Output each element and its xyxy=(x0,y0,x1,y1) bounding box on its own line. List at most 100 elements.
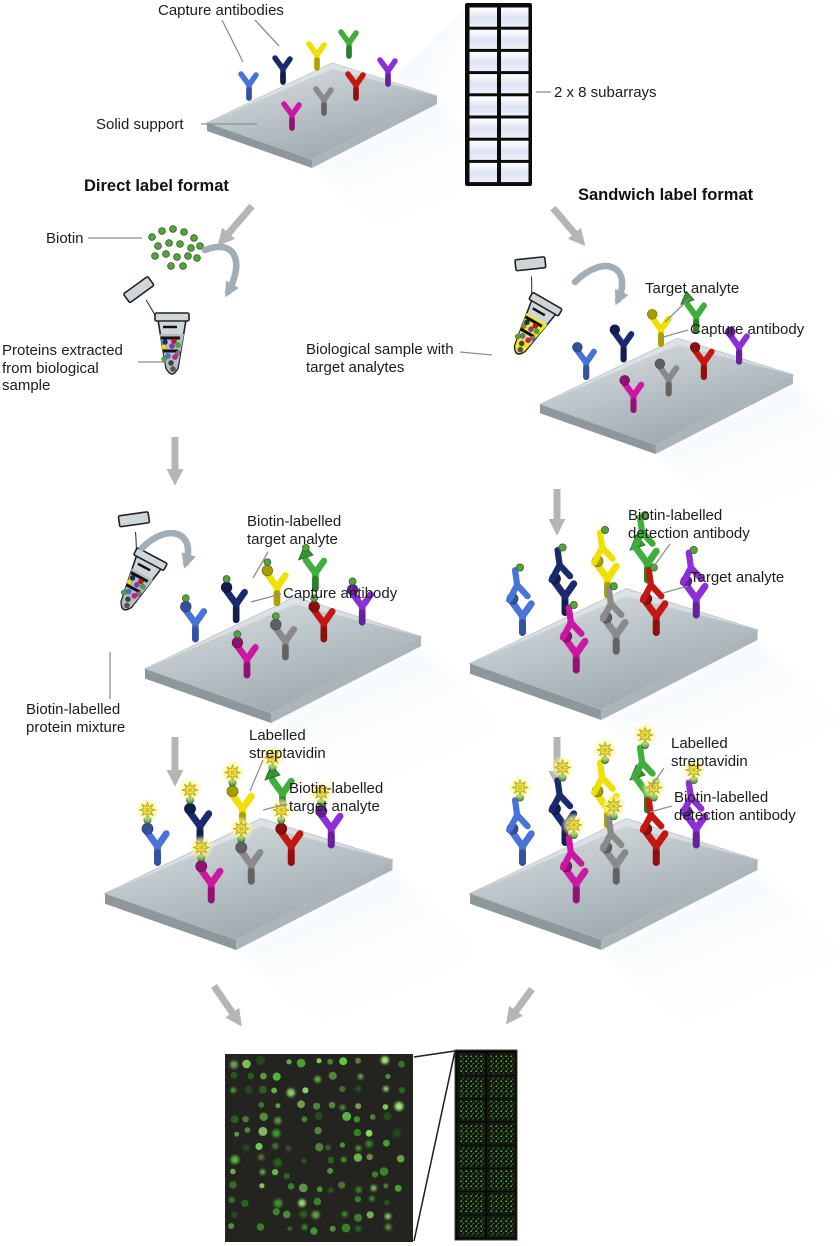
leader-line xyxy=(262,803,288,811)
target-analyte-icon xyxy=(725,326,736,338)
target-analyte-icon xyxy=(609,324,620,335)
antibody-icon xyxy=(345,71,366,101)
antibody-icon xyxy=(272,55,293,85)
direct-array-biotin-analytes xyxy=(143,543,529,801)
antibody-icon xyxy=(220,760,255,829)
detection-antibody-icon xyxy=(548,547,574,584)
microtube-icon xyxy=(117,511,168,611)
label-biotin-labelled-detection-antibody-2: Biotin-labelled detection antibody xyxy=(674,789,796,824)
antibody-icon xyxy=(572,342,597,381)
antibody-icon xyxy=(308,780,344,849)
arrow-icon xyxy=(211,984,242,1027)
antibody-icon xyxy=(281,101,302,131)
target-analyte-icon xyxy=(141,822,154,835)
antibody-icon xyxy=(377,57,398,87)
tube-cap-icon xyxy=(117,511,151,528)
biotin-icon xyxy=(640,510,650,519)
biotin-icon xyxy=(181,594,190,603)
leader-line xyxy=(659,329,689,339)
detection-antibody-icon xyxy=(506,567,531,604)
antibody-icon xyxy=(679,757,709,849)
header-sandwich-label-format: Sandwich label format xyxy=(578,186,754,204)
tube-cap-icon xyxy=(123,276,155,304)
arrow-icon xyxy=(505,986,535,1025)
detection-antibody-icon xyxy=(679,779,705,816)
label-biotin-labelled-protein-mixture: Biotin-labelled protein mixture xyxy=(26,701,126,736)
detection-antibody-icon xyxy=(559,604,585,641)
leader-line xyxy=(250,593,282,603)
antibody-icon xyxy=(231,630,259,679)
label-target-analyte-sandwich: Target analyte xyxy=(645,280,740,297)
biotin-icon xyxy=(348,577,357,586)
antibody-icon xyxy=(548,543,578,616)
antibody-icon xyxy=(228,816,264,885)
leader-line xyxy=(649,805,673,813)
biotin-icon xyxy=(233,630,242,639)
target-analyte-icon xyxy=(231,636,244,649)
sandwich-array-streptavidin xyxy=(468,722,840,1032)
target-analyte-icon xyxy=(226,785,239,798)
label-capture-antibody-sandwich: Capture antibody xyxy=(690,321,805,338)
detection-antibody-icon xyxy=(679,549,705,586)
antibody-icon xyxy=(180,594,208,643)
antibody-icon xyxy=(313,86,334,116)
antibody-icon xyxy=(135,797,170,866)
antibody-icon xyxy=(680,290,707,334)
target-analyte-icon xyxy=(308,600,320,613)
detection-antibody-icon xyxy=(506,797,531,834)
curved-arrow-icon xyxy=(571,262,629,306)
detection-antibody-icon xyxy=(599,815,625,852)
curved-arrow-icon xyxy=(201,243,240,298)
scan-subarray-grid xyxy=(454,1049,518,1241)
detection-antibody-icon xyxy=(631,514,656,551)
biotin-icon xyxy=(689,545,698,554)
antibody-icon xyxy=(559,812,589,904)
curved-arrow-icon xyxy=(138,529,196,569)
label-capture-antibody-direct: Capture antibody xyxy=(283,585,398,602)
antibody-icon xyxy=(647,309,672,348)
label-solid-support: Solid support xyxy=(96,116,184,133)
antibody-icon xyxy=(270,612,298,661)
biotin-icon xyxy=(569,600,578,609)
tube-cap-icon xyxy=(514,256,547,272)
target-analyte-icon xyxy=(680,290,695,306)
capture-antibody-array xyxy=(205,29,527,233)
antibody-icon xyxy=(220,575,248,624)
antibody-icon xyxy=(679,545,709,619)
detection-antibody-icon xyxy=(548,777,574,814)
target-analyte-icon xyxy=(220,581,233,594)
detection-antibody-icon xyxy=(591,759,616,796)
antibody-icon xyxy=(338,29,359,59)
leader-line xyxy=(254,19,280,47)
biotin-icon xyxy=(271,612,280,621)
biotin-icon xyxy=(515,563,525,572)
target-analyte-icon xyxy=(572,342,583,353)
biotin-icon xyxy=(222,575,231,583)
microtube-icon xyxy=(123,276,190,375)
leader-line xyxy=(249,759,264,792)
direct-array-streptavidin xyxy=(103,745,505,1032)
label-proteins-extracted: Proteins extracted from biological sampl… xyxy=(2,342,123,395)
detection-antibody-icon xyxy=(559,834,585,871)
biotin-icon xyxy=(649,563,658,572)
target-analyte-icon xyxy=(235,841,248,854)
biotin-icon xyxy=(301,543,310,552)
target-analyte-icon xyxy=(184,802,196,815)
antibody-icon xyxy=(506,563,535,636)
label-labelled-streptavidin-sandwich: Labelled streptavidin xyxy=(671,735,748,770)
label-target-analyte-sandwich-2: Target analyte xyxy=(690,569,785,586)
antibody-icon xyxy=(346,577,374,626)
microarray-scan xyxy=(225,1054,413,1242)
target-analyte-icon xyxy=(180,600,192,613)
arrow-icon xyxy=(217,203,255,247)
antibody-icon xyxy=(238,71,259,101)
detection-antibody-icon xyxy=(639,797,665,834)
label-biotin-labelled-target-analyte: Biotin-labelled target analyte xyxy=(247,513,342,548)
label-subarrays: 2 x 8 subarrays xyxy=(554,84,657,101)
biotin-icon xyxy=(558,543,567,552)
antibody-icon xyxy=(689,342,715,381)
biotin-icon xyxy=(609,582,618,591)
label-labelled-streptavidin-direct: Labelled streptavidin xyxy=(249,727,326,762)
header-direct-label-format: Direct label format xyxy=(84,177,229,195)
